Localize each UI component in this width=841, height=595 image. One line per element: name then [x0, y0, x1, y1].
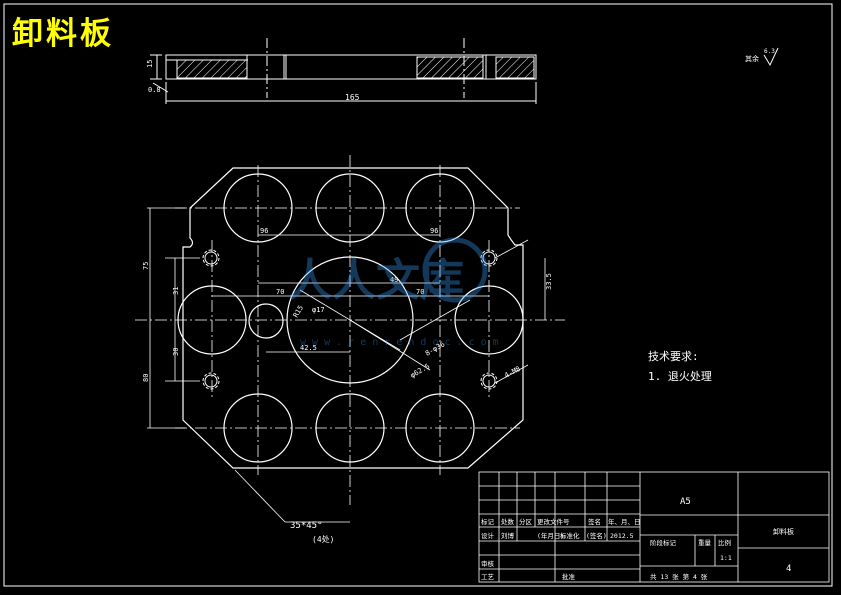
- dim-75: 75: [142, 262, 150, 270]
- dim-33-5: 33.5: [545, 273, 553, 290]
- dim-80: 80: [142, 374, 150, 382]
- tb-scale: 1:1: [720, 554, 732, 562]
- side-view: [150, 38, 537, 104]
- tb-col-4: 签名: [588, 517, 601, 526]
- tb-col-1: 处数: [501, 517, 515, 526]
- dim-chamfer-note: (4处): [312, 534, 334, 544]
- dim-r15: R15: [292, 304, 305, 319]
- tb-sheet-no: 4: [786, 564, 791, 574]
- dim-phi17: φ17: [312, 306, 325, 314]
- tb-col-0: 标记: [481, 517, 495, 526]
- tb-weight: 重量: [698, 539, 712, 547]
- tb-part-name: 卸料板: [773, 527, 794, 536]
- tb-designer: 刘博: [501, 531, 515, 540]
- watermark-url: w w w . r e n r e n d o c . c o m: [300, 337, 499, 348]
- dim-96-right: 96: [430, 227, 438, 235]
- tb-stage-mark: 阶段标记: [650, 538, 677, 547]
- watermark-main: 人人文库: [288, 255, 464, 306]
- tb-col-2: 分区: [519, 517, 533, 526]
- side-length-dim: 165: [345, 93, 360, 102]
- tb-scale-label: 比例: [718, 538, 731, 547]
- dim-30: 30: [172, 348, 180, 356]
- tb-date: 2012.5: [610, 532, 634, 540]
- dim-42-5: 42.5: [300, 344, 317, 352]
- tb-standardize: 标准化: [560, 531, 580, 540]
- dim-96-left: 96: [260, 227, 268, 235]
- roughness-symbol: 其余 6.3: [745, 47, 779, 67]
- title-block: [478, 471, 830, 583]
- dim-phi62-5: φ62.5: [409, 362, 431, 379]
- dim-70-right: 70: [416, 288, 424, 296]
- tech-req-item: 1. 退火处理: [648, 370, 712, 383]
- side-thickness-dim: 15: [146, 60, 154, 68]
- dim-31: 31: [172, 287, 180, 295]
- watermark: 人人文库 w w w . r e n r e n d o c . c o m: [288, 237, 499, 348]
- dim-chamfer: 35*45°: [290, 521, 323, 531]
- tb-sheet-info: 共 13 张 第 4 张: [650, 572, 708, 581]
- dim-70-left: 70: [276, 288, 284, 296]
- roughness-label: 其余: [745, 54, 759, 63]
- tb-col-5: 年、月、日: [608, 517, 641, 526]
- center-lines: [135, 155, 565, 505]
- dim-4m8: 4-M8: [503, 365, 522, 380]
- plan-view: [177, 167, 524, 469]
- drawing-title: 卸料板: [12, 16, 114, 52]
- tb-approve: 批准: [562, 572, 576, 581]
- tb-process: 工艺: [481, 573, 495, 581]
- tech-req-heading: 技术要求:: [648, 350, 699, 363]
- drawing-border: [3, 3, 833, 587]
- roughness-value: 6.3: [764, 48, 775, 55]
- tb-design: 设计: [481, 531, 495, 540]
- tb-material: A5: [680, 497, 691, 507]
- side-small-dim: 0.8: [148, 86, 161, 94]
- tb-signature: (签名): [586, 531, 607, 540]
- tb-col-3: 更改文件号: [537, 517, 570, 526]
- dimension-lines: [147, 207, 546, 523]
- tb-review: 审核: [481, 559, 495, 568]
- tb-std-label: (年月日): [537, 531, 564, 540]
- dim-49: 49: [390, 276, 398, 284]
